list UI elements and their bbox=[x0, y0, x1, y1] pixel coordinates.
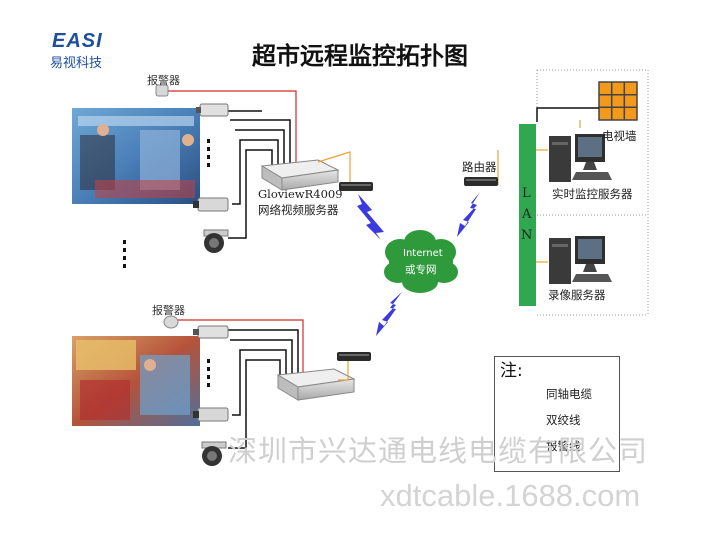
watermark-url: xdtcable.1688.com bbox=[380, 478, 641, 513]
record-server-label: 录像服务器 bbox=[548, 288, 606, 302]
alarm-wires bbox=[168, 90, 304, 375]
box-camera-bottom-2 bbox=[193, 407, 229, 422]
video-server-bottom bbox=[276, 368, 356, 401]
lan-bar bbox=[519, 124, 536, 306]
legend-item-alarm: 报警线 bbox=[546, 439, 581, 453]
coax-cables-bottom bbox=[228, 329, 299, 449]
ellipsis-dots-left bbox=[123, 240, 126, 268]
lan-letter-n: N bbox=[521, 228, 533, 243]
modem-top bbox=[339, 182, 373, 191]
logo-mark: EASI bbox=[52, 30, 103, 52]
video-server-name: 网络视频服务器 bbox=[258, 203, 339, 217]
monitor-server-label: 实时监控服务器 bbox=[552, 187, 633, 201]
alarm-device-top bbox=[155, 84, 169, 97]
alarm-label-top: 报警器 bbox=[147, 74, 180, 87]
box-camera-top-2 bbox=[193, 197, 229, 212]
tv-wall-label: 电视墙 bbox=[602, 129, 637, 143]
network-links bbox=[357, 192, 480, 336]
server-room-frame bbox=[536, 69, 649, 316]
legend-item-twisted: 双绞线 bbox=[546, 413, 581, 427]
legend-box bbox=[494, 356, 620, 472]
box-camera-bottom-1 bbox=[193, 325, 229, 339]
logo-text: 易视科技 bbox=[50, 56, 103, 71]
alarm-device-bottom bbox=[163, 315, 179, 329]
tv-wall-icon bbox=[536, 81, 638, 122]
monitor-server-icon bbox=[549, 134, 612, 182]
modem-bottom bbox=[337, 352, 371, 361]
lan-letter-a: A bbox=[522, 207, 532, 222]
ellipsis-dots-camera-bottom bbox=[207, 359, 210, 387]
record-server-icon bbox=[549, 236, 612, 284]
router-label: 路由器 bbox=[462, 160, 497, 174]
ellipsis-dots-camera-top bbox=[207, 139, 210, 167]
store-photo-bottom bbox=[72, 336, 200, 426]
store-photo-top bbox=[72, 108, 200, 204]
diagram-title: 超市远程监控拓扑图 bbox=[252, 41, 468, 70]
video-server-top bbox=[260, 159, 340, 191]
watermark-company: 深圳市兴达通电线电缆有限公司 bbox=[228, 434, 649, 468]
internet-cloud bbox=[384, 230, 458, 293]
legend-item-coax: 同轴电缆 bbox=[546, 387, 592, 401]
coax-cables-top bbox=[228, 110, 291, 239]
router-device bbox=[464, 177, 498, 186]
internet-label: Internet bbox=[403, 248, 443, 259]
video-server-model: GloviewR4009 bbox=[258, 187, 343, 201]
dome-camera-top bbox=[203, 229, 229, 253]
alarm-label-bottom: 报警器 bbox=[152, 304, 185, 317]
lan-letter-l: L bbox=[522, 186, 531, 201]
legend-title: 注: bbox=[500, 361, 523, 381]
box-camera-top-1 bbox=[196, 103, 229, 117]
private-network-label: 或专网 bbox=[405, 264, 437, 276]
dome-camera-bottom bbox=[201, 441, 227, 466]
